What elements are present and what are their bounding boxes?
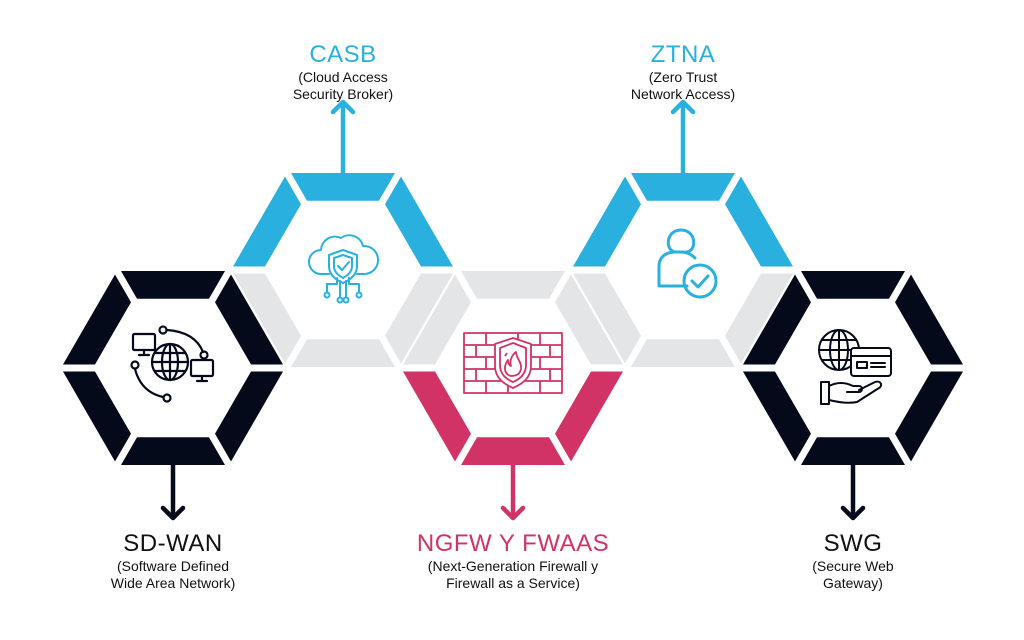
hex-segment-casb-upper-right bbox=[385, 176, 453, 267]
hex-segment-ztna-lower-right bbox=[725, 273, 793, 364]
hex-segment-ngfw-bottom bbox=[461, 437, 565, 465]
node-subtitle-line: Security Broker) bbox=[292, 86, 394, 102]
node-subtitle-line: (Cloud Access bbox=[298, 69, 388, 85]
node-subtitle-line: Wide Area Network) bbox=[110, 575, 236, 591]
hex-segment-casb-upper-left bbox=[233, 176, 301, 267]
node-title: NGFW Y FWAAS bbox=[416, 530, 610, 557]
node-title: SWG bbox=[823, 530, 883, 557]
hex-segment-ngfw-lower-left bbox=[403, 371, 471, 462]
node-label-ztna: ZTNA (Zero Trust Network Access) bbox=[553, 41, 813, 103]
hex-segment-casb-lower-right bbox=[385, 273, 453, 364]
hex-segment-sdwan-bottom bbox=[121, 437, 225, 465]
hex-segment-sdwan-lower-right bbox=[215, 371, 283, 462]
hex-segment-swg-top bbox=[801, 271, 905, 299]
hex-segment-sdwan-lower-left bbox=[63, 371, 131, 462]
node-title: ZTNA bbox=[650, 41, 716, 68]
hex-segment-sdwan-upper-right bbox=[215, 274, 283, 365]
network-globe-icon bbox=[130, 325, 215, 403]
cloud-shield-icon bbox=[308, 234, 380, 304]
hex-segment-ztna-upper-left bbox=[573, 176, 641, 267]
arrow-down-sdwan bbox=[160, 460, 186, 521]
user-check-icon bbox=[657, 228, 718, 299]
arrow-down-ngfw bbox=[500, 460, 526, 521]
hex-segment-ngfw-top bbox=[461, 271, 565, 299]
hex-segment-casb-top bbox=[291, 173, 395, 201]
hex-segment-ngfw-upper-left bbox=[403, 274, 471, 365]
node-label-sdwan: SD-WAN (Software Defined Wide Area Netwo… bbox=[43, 530, 303, 592]
web-payment-icon bbox=[818, 329, 892, 405]
hex-segment-casb-bottom bbox=[291, 339, 395, 367]
arrow-up-casb bbox=[330, 99, 356, 178]
node-title: CASB bbox=[309, 41, 377, 68]
hex-segment-swg-lower-right bbox=[895, 371, 963, 462]
firewall-icon bbox=[463, 332, 563, 394]
hex-segment-ztna-bottom bbox=[631, 339, 735, 367]
hex-segment-ngfw-upper-right bbox=[555, 274, 623, 365]
hex-segment-ngfw-lower-right bbox=[555, 371, 623, 462]
hex-segment-sdwan-upper-left bbox=[63, 274, 131, 365]
hex-segment-casb-lower-left bbox=[233, 273, 301, 364]
hex-segment-ztna-lower-left bbox=[573, 273, 641, 364]
node-subtitle-line: (Next-Generation Firewall y bbox=[427, 558, 599, 574]
hex-segment-ztna-top bbox=[631, 173, 735, 201]
node-subtitle-line: Gateway) bbox=[823, 575, 883, 591]
node-subtitle-line: (Software Defined bbox=[116, 558, 230, 574]
hex-segment-swg-upper-right bbox=[895, 274, 963, 365]
hex-segment-swg-upper-left bbox=[743, 274, 811, 365]
arrow-down-swg bbox=[840, 460, 866, 521]
node-label-ngfw: NGFW Y FWAAS (Next-Generation Firewall y… bbox=[383, 530, 643, 592]
node-label-casb: CASB (Cloud Access Security Broker) bbox=[213, 41, 473, 103]
hex-segment-sdwan-top bbox=[121, 271, 225, 299]
hex-segment-swg-lower-left bbox=[743, 371, 811, 462]
node-subtitle-line: Network Access) bbox=[630, 86, 736, 102]
node-subtitle-line: Firewall as a Service) bbox=[446, 575, 580, 591]
node-subtitle-line: (Secure Web bbox=[812, 558, 894, 574]
hex-segment-swg-bottom bbox=[801, 437, 905, 465]
node-title: SD-WAN bbox=[123, 530, 223, 557]
node-subtitle-line: (Zero Trust bbox=[648, 69, 718, 85]
arrow-up-ztna bbox=[670, 99, 696, 178]
hex-segment-ztna-upper-right bbox=[725, 176, 793, 267]
node-label-swg: SWG (Secure Web Gateway) bbox=[723, 530, 983, 592]
